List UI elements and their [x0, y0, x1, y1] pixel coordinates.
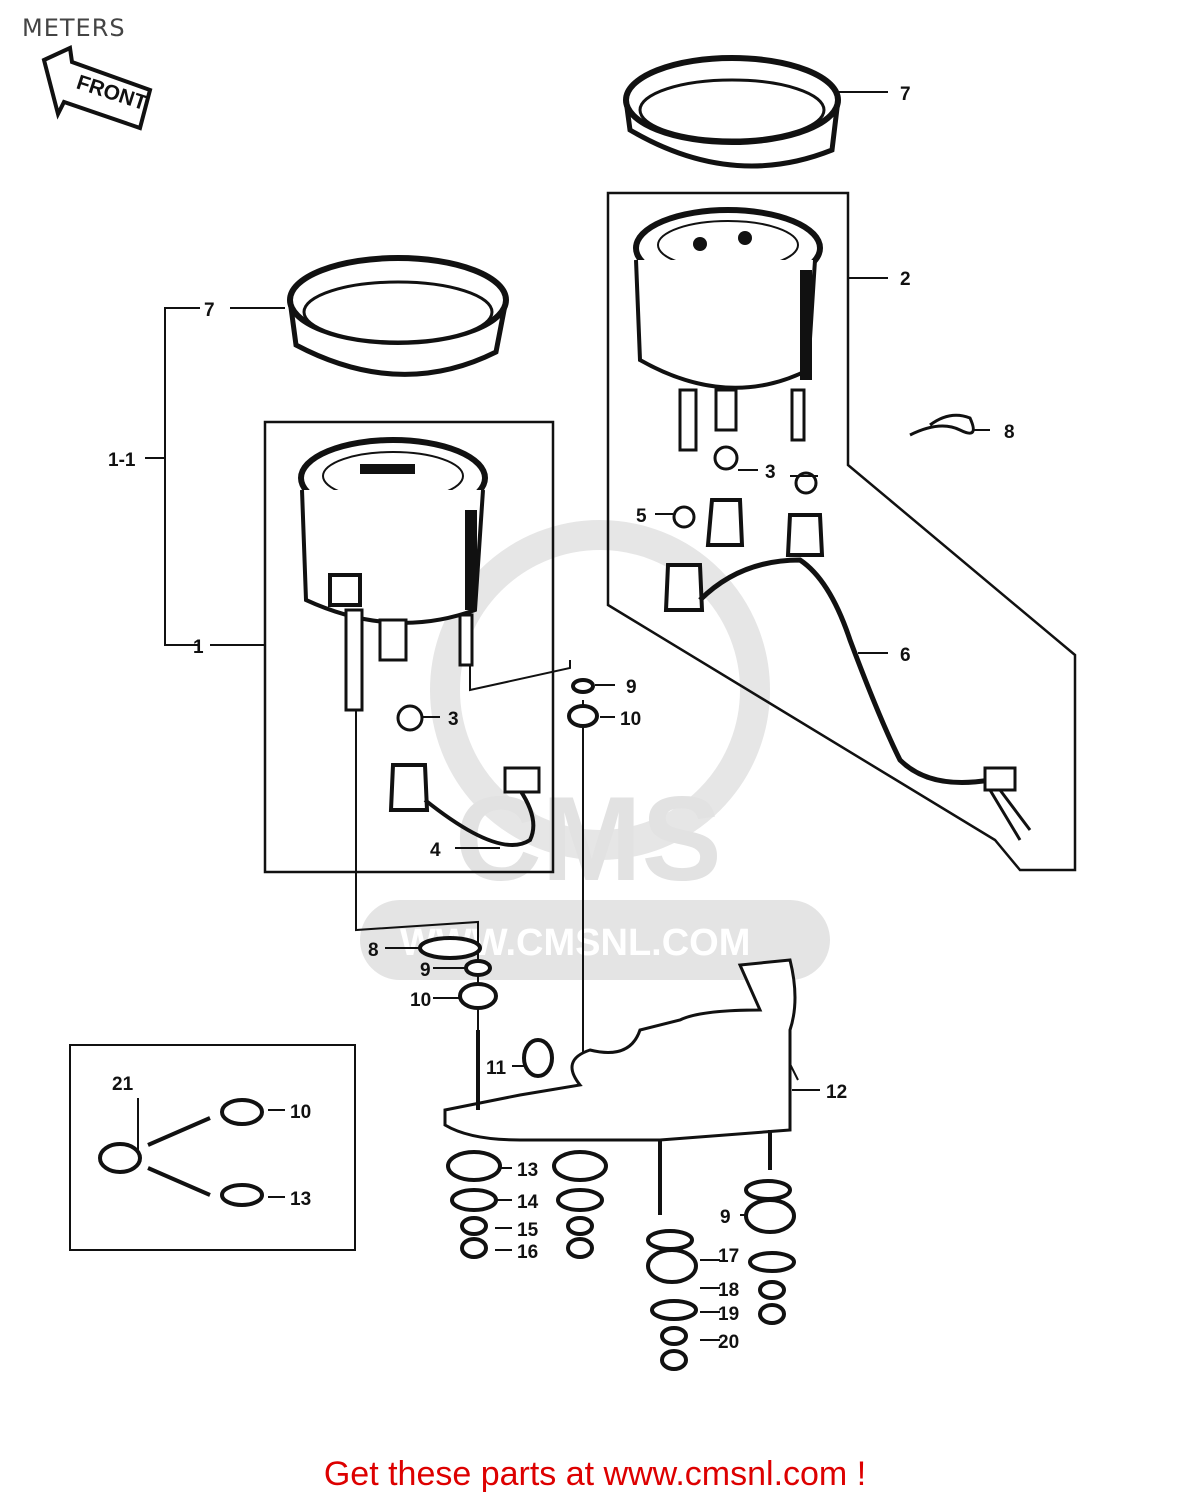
- washers-nuts: [418, 678, 796, 1371]
- callout-5: 5: [636, 506, 647, 527]
- footer-link[interactable]: Get these parts at www.cmsnl.com !: [323, 1455, 867, 1493]
- leader-lines: [137, 91, 990, 1341]
- callout-18: 18: [718, 1280, 739, 1301]
- callout-4: 4: [430, 840, 441, 861]
- callout-8a: 8: [1004, 422, 1015, 443]
- callout-15: 15: [517, 1220, 539, 1241]
- callout-9c: 9: [720, 1207, 731, 1228]
- page-title: METERS: [22, 14, 126, 42]
- callout-9b: 9: [420, 960, 431, 981]
- callout-1-1: 1-1: [108, 450, 136, 471]
- callout-numbers: 7 2 8 3 5 6 7 1-1 1 9 10 3 4 8 9 10 11 1…: [108, 84, 1015, 1353]
- assembly-box-tachometer: [606, 191, 1077, 872]
- tachometer-bulbs-sockets: [663, 445, 1032, 841]
- speedometer-bulb-socket: [388, 704, 541, 847]
- callout-21: 21: [112, 1074, 134, 1095]
- mounting-studs: [476, 1030, 772, 1215]
- front-arrow: FRONT: [41, 45, 153, 131]
- inset-parts: [98, 1098, 264, 1207]
- callout-11: 11: [486, 1058, 507, 1079]
- callout-10a: 10: [620, 709, 641, 730]
- callout-13b: 13: [517, 1160, 538, 1181]
- callout-17: 17: [718, 1246, 739, 1267]
- routing-lines: [355, 660, 799, 1081]
- inset-box: [69, 1044, 356, 1251]
- callout-10b: 10: [410, 990, 431, 1011]
- callout-6: 6: [900, 645, 911, 666]
- tachometer-gauge: [633, 207, 823, 452]
- callout-9a: 9: [626, 677, 637, 698]
- clip-right: [909, 413, 975, 437]
- bezel-ring-right: [623, 55, 841, 169]
- assembly-box-speedometer: [263, 420, 555, 874]
- speedometer-gauge: [298, 437, 488, 712]
- watermark-brand: CMS: [455, 772, 722, 906]
- callout-2: 2: [900, 269, 911, 290]
- callout-12: 12: [826, 1082, 847, 1103]
- inset-arrows: [147, 1116, 211, 1197]
- callout-1: 1: [193, 637, 204, 658]
- callout-20: 20: [718, 1332, 739, 1353]
- bracket-1-1: [145, 307, 200, 646]
- mounting-plate: [443, 958, 797, 1142]
- callout-19: 19: [718, 1304, 739, 1325]
- callout-8b: 8: [368, 940, 379, 961]
- callout-14: 14: [517, 1192, 539, 1213]
- callout-13a: 13: [290, 1189, 311, 1210]
- bezel-ring-left: [287, 255, 509, 377]
- callout-7b: 7: [204, 300, 215, 321]
- callout-10c: 10: [290, 1102, 311, 1123]
- callout-3a: 3: [765, 462, 776, 483]
- callout-3b: 3: [448, 709, 459, 730]
- callout-7a: 7: [900, 84, 911, 105]
- callout-16: 16: [517, 1242, 538, 1263]
